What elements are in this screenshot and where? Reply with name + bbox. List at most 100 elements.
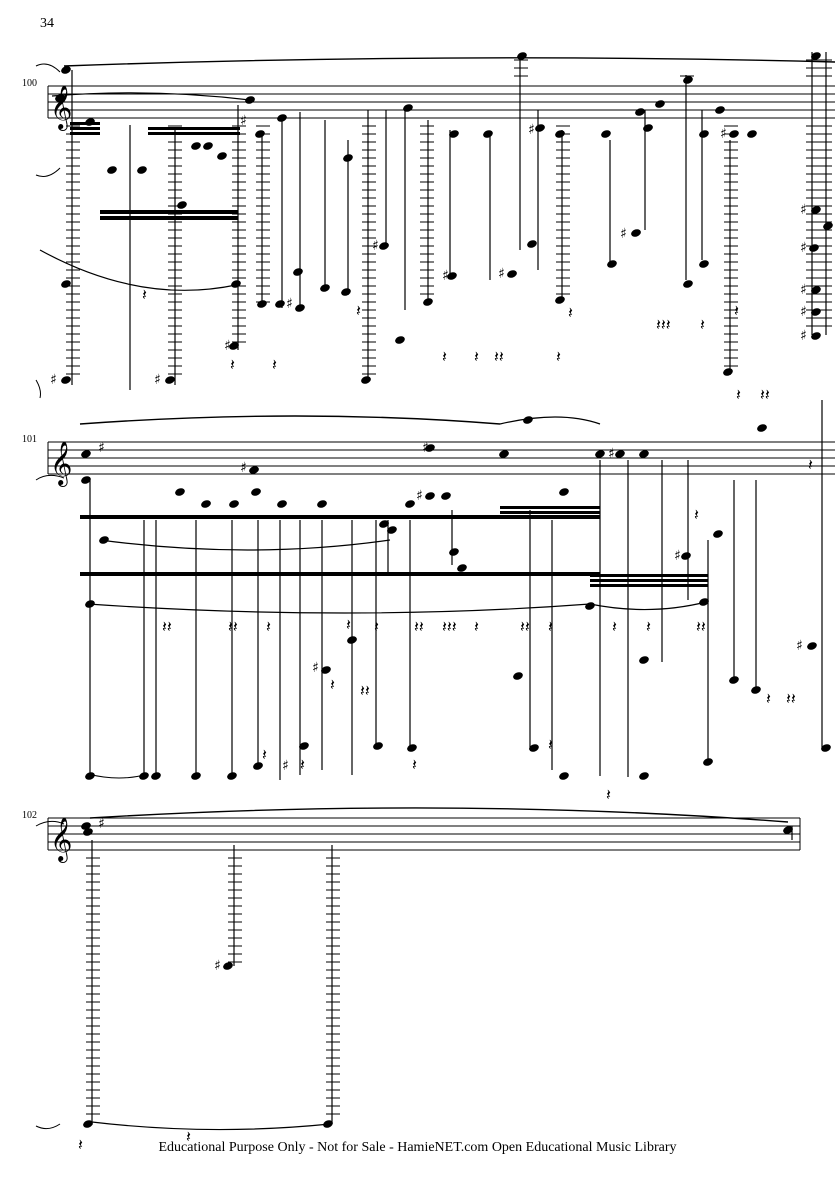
- svg-text:𝄽: 𝄽: [606, 785, 611, 804]
- svg-text:♯: ♯: [282, 758, 289, 774]
- tie: [87, 603, 591, 614]
- tie: [91, 1121, 331, 1131]
- svg-text:𝄽: 𝄽: [548, 617, 553, 636]
- svg-text:𝄽𝄽: 𝄽𝄽: [494, 347, 504, 366]
- svg-text:𝄽𝄽: 𝄽𝄽: [760, 385, 770, 404]
- tie: [35, 820, 65, 827]
- svg-text:𝄽: 𝄽: [548, 735, 553, 754]
- svg-text:𝄽: 𝄽: [262, 745, 267, 764]
- svg-text:♯: ♯: [416, 488, 423, 504]
- note-stems: [91, 826, 793, 1125]
- footer-copyright: Educational Purpose Only - Not for Sale …: [158, 1140, 677, 1155]
- svg-text:𝄽: 𝄽: [230, 355, 235, 374]
- treble-clef-icon: 𝄞: [50, 441, 72, 487]
- svg-text:𝄽: 𝄽: [330, 675, 335, 694]
- svg-text:♯: ♯: [620, 226, 627, 242]
- svg-text:𝄽: 𝄽: [568, 303, 573, 322]
- svg-text:𝄽𝄽𝄽: 𝄽𝄽𝄽: [442, 617, 457, 636]
- key-signature-sharp: ♯: [98, 440, 105, 456]
- svg-text:𝄽: 𝄽: [412, 755, 417, 774]
- svg-text:𝄽: 𝄽: [808, 455, 813, 474]
- staff-lines: [47, 441, 835, 475]
- svg-text:𝄽: 𝄽: [766, 689, 771, 708]
- sharp-signs: ♯ ♯ ♯ ♯ ♯ ♯ ♯ ♯ ♯ ♯ ♯ ♯ ♯ ♯ ♯ ♯: [50, 113, 807, 388]
- svg-text:♯: ♯: [240, 460, 247, 476]
- note-stems: [89, 400, 823, 780]
- svg-text:𝄽: 𝄽: [612, 617, 617, 636]
- tie: [51, 92, 251, 101]
- svg-text:𝄽: 𝄽: [186, 1127, 191, 1146]
- measure-number-102: 102: [22, 810, 37, 821]
- svg-text:𝄽𝄽: 𝄽𝄽: [162, 617, 172, 636]
- svg-text:𝄽𝄽: 𝄽𝄽: [414, 617, 424, 636]
- note-stems: [71, 52, 827, 390]
- tie: [35, 379, 41, 399]
- svg-text:𝄽𝄽: 𝄽𝄽: [520, 617, 530, 636]
- svg-text:𝄽𝄽: 𝄽𝄽: [696, 617, 706, 636]
- ledger-lines: [66, 59, 832, 375]
- svg-text:𝄽: 𝄽: [694, 505, 699, 524]
- svg-text:𝄽𝄽𝄽: 𝄽𝄽𝄽: [656, 315, 671, 334]
- key-signature-sharp: ♯: [98, 816, 105, 832]
- tie: [87, 773, 149, 779]
- svg-text:𝄽: 𝄽: [374, 617, 379, 636]
- svg-text:𝄽: 𝄽: [356, 301, 361, 320]
- svg-text:𝄽: 𝄽: [272, 355, 277, 374]
- svg-text:𝄽: 𝄽: [442, 347, 447, 366]
- svg-text:𝄽: 𝄽: [474, 617, 479, 636]
- tie: [89, 807, 789, 823]
- svg-text:♯: ♯: [608, 446, 615, 462]
- svg-text:♯: ♯: [214, 958, 221, 974]
- svg-text:𝄽: 𝄽: [78, 1135, 83, 1154]
- svg-text:♯: ♯: [800, 304, 807, 320]
- svg-text:𝄽: 𝄽: [474, 347, 479, 366]
- svg-text:♯: ♯: [528, 122, 535, 138]
- svg-text:♯: ♯: [286, 296, 293, 312]
- svg-text:♯: ♯: [372, 238, 379, 254]
- tie: [39, 249, 237, 291]
- ledger-lines: [86, 857, 340, 1115]
- tie: [499, 416, 601, 425]
- rest-symbols: 𝄽 𝄽: [78, 1127, 191, 1154]
- staff-lines: [47, 817, 801, 851]
- tie: [99, 539, 391, 551]
- tie: [35, 63, 61, 73]
- svg-text:♯: ♯: [442, 268, 449, 284]
- svg-text:𝄽: 𝄽: [300, 755, 305, 774]
- svg-text:♯: ♯: [800, 202, 807, 218]
- svg-text:𝄽: 𝄽: [736, 385, 741, 404]
- treble-clef-icon: 𝄞: [50, 85, 72, 131]
- svg-text:♯: ♯: [312, 660, 319, 676]
- svg-text:𝄽𝄽: 𝄽𝄽: [360, 681, 370, 700]
- svg-text:♯: ♯: [224, 338, 231, 354]
- svg-text:♯: ♯: [154, 372, 161, 388]
- svg-text:𝄽: 𝄽: [734, 301, 739, 320]
- note-heads: [81, 416, 831, 780]
- svg-text:𝄽𝄽: 𝄽𝄽: [228, 617, 238, 636]
- measure-number-101: 101: [22, 434, 37, 445]
- staff-system-102: 𝄞 ♯ ♯ 𝄽 𝄽: [35, 807, 801, 1154]
- rest-symbols: 𝄽 𝄽 𝄽 𝄽 𝄽 𝄽 𝄽𝄽 𝄽 𝄽 𝄽𝄽𝄽 𝄽 𝄽 𝄽 𝄽𝄽: [142, 285, 770, 404]
- svg-text:♯: ♯: [422, 440, 429, 456]
- tie: [79, 415, 501, 425]
- svg-text:𝄽: 𝄽: [700, 315, 705, 334]
- svg-text:𝄽: 𝄽: [556, 347, 561, 366]
- svg-text:𝄽: 𝄽: [266, 617, 271, 636]
- sharp-signs: ♯ ♯ ♯ ♯ ♯ ♯ ♯ ♯: [240, 440, 803, 774]
- tie: [35, 474, 65, 481]
- svg-text:𝄽: 𝄽: [646, 617, 651, 636]
- svg-text:𝄽: 𝄽: [346, 615, 351, 634]
- svg-text:♯: ♯: [50, 372, 57, 388]
- beam-group: [80, 506, 708, 587]
- tie: [63, 57, 835, 67]
- svg-text:♯: ♯: [800, 240, 807, 256]
- svg-text:𝄽𝄽: 𝄽𝄽: [786, 689, 796, 708]
- tie: [35, 1123, 61, 1130]
- staff-system-100: 𝄞: [35, 52, 835, 404]
- staff-system-101: 𝄞 ♯: [35, 400, 835, 804]
- svg-text:♯: ♯: [674, 548, 681, 564]
- note-heads: [81, 822, 793, 1128]
- svg-text:♯: ♯: [720, 126, 727, 142]
- tie: [589, 601, 707, 611]
- svg-text:♯: ♯: [800, 328, 807, 344]
